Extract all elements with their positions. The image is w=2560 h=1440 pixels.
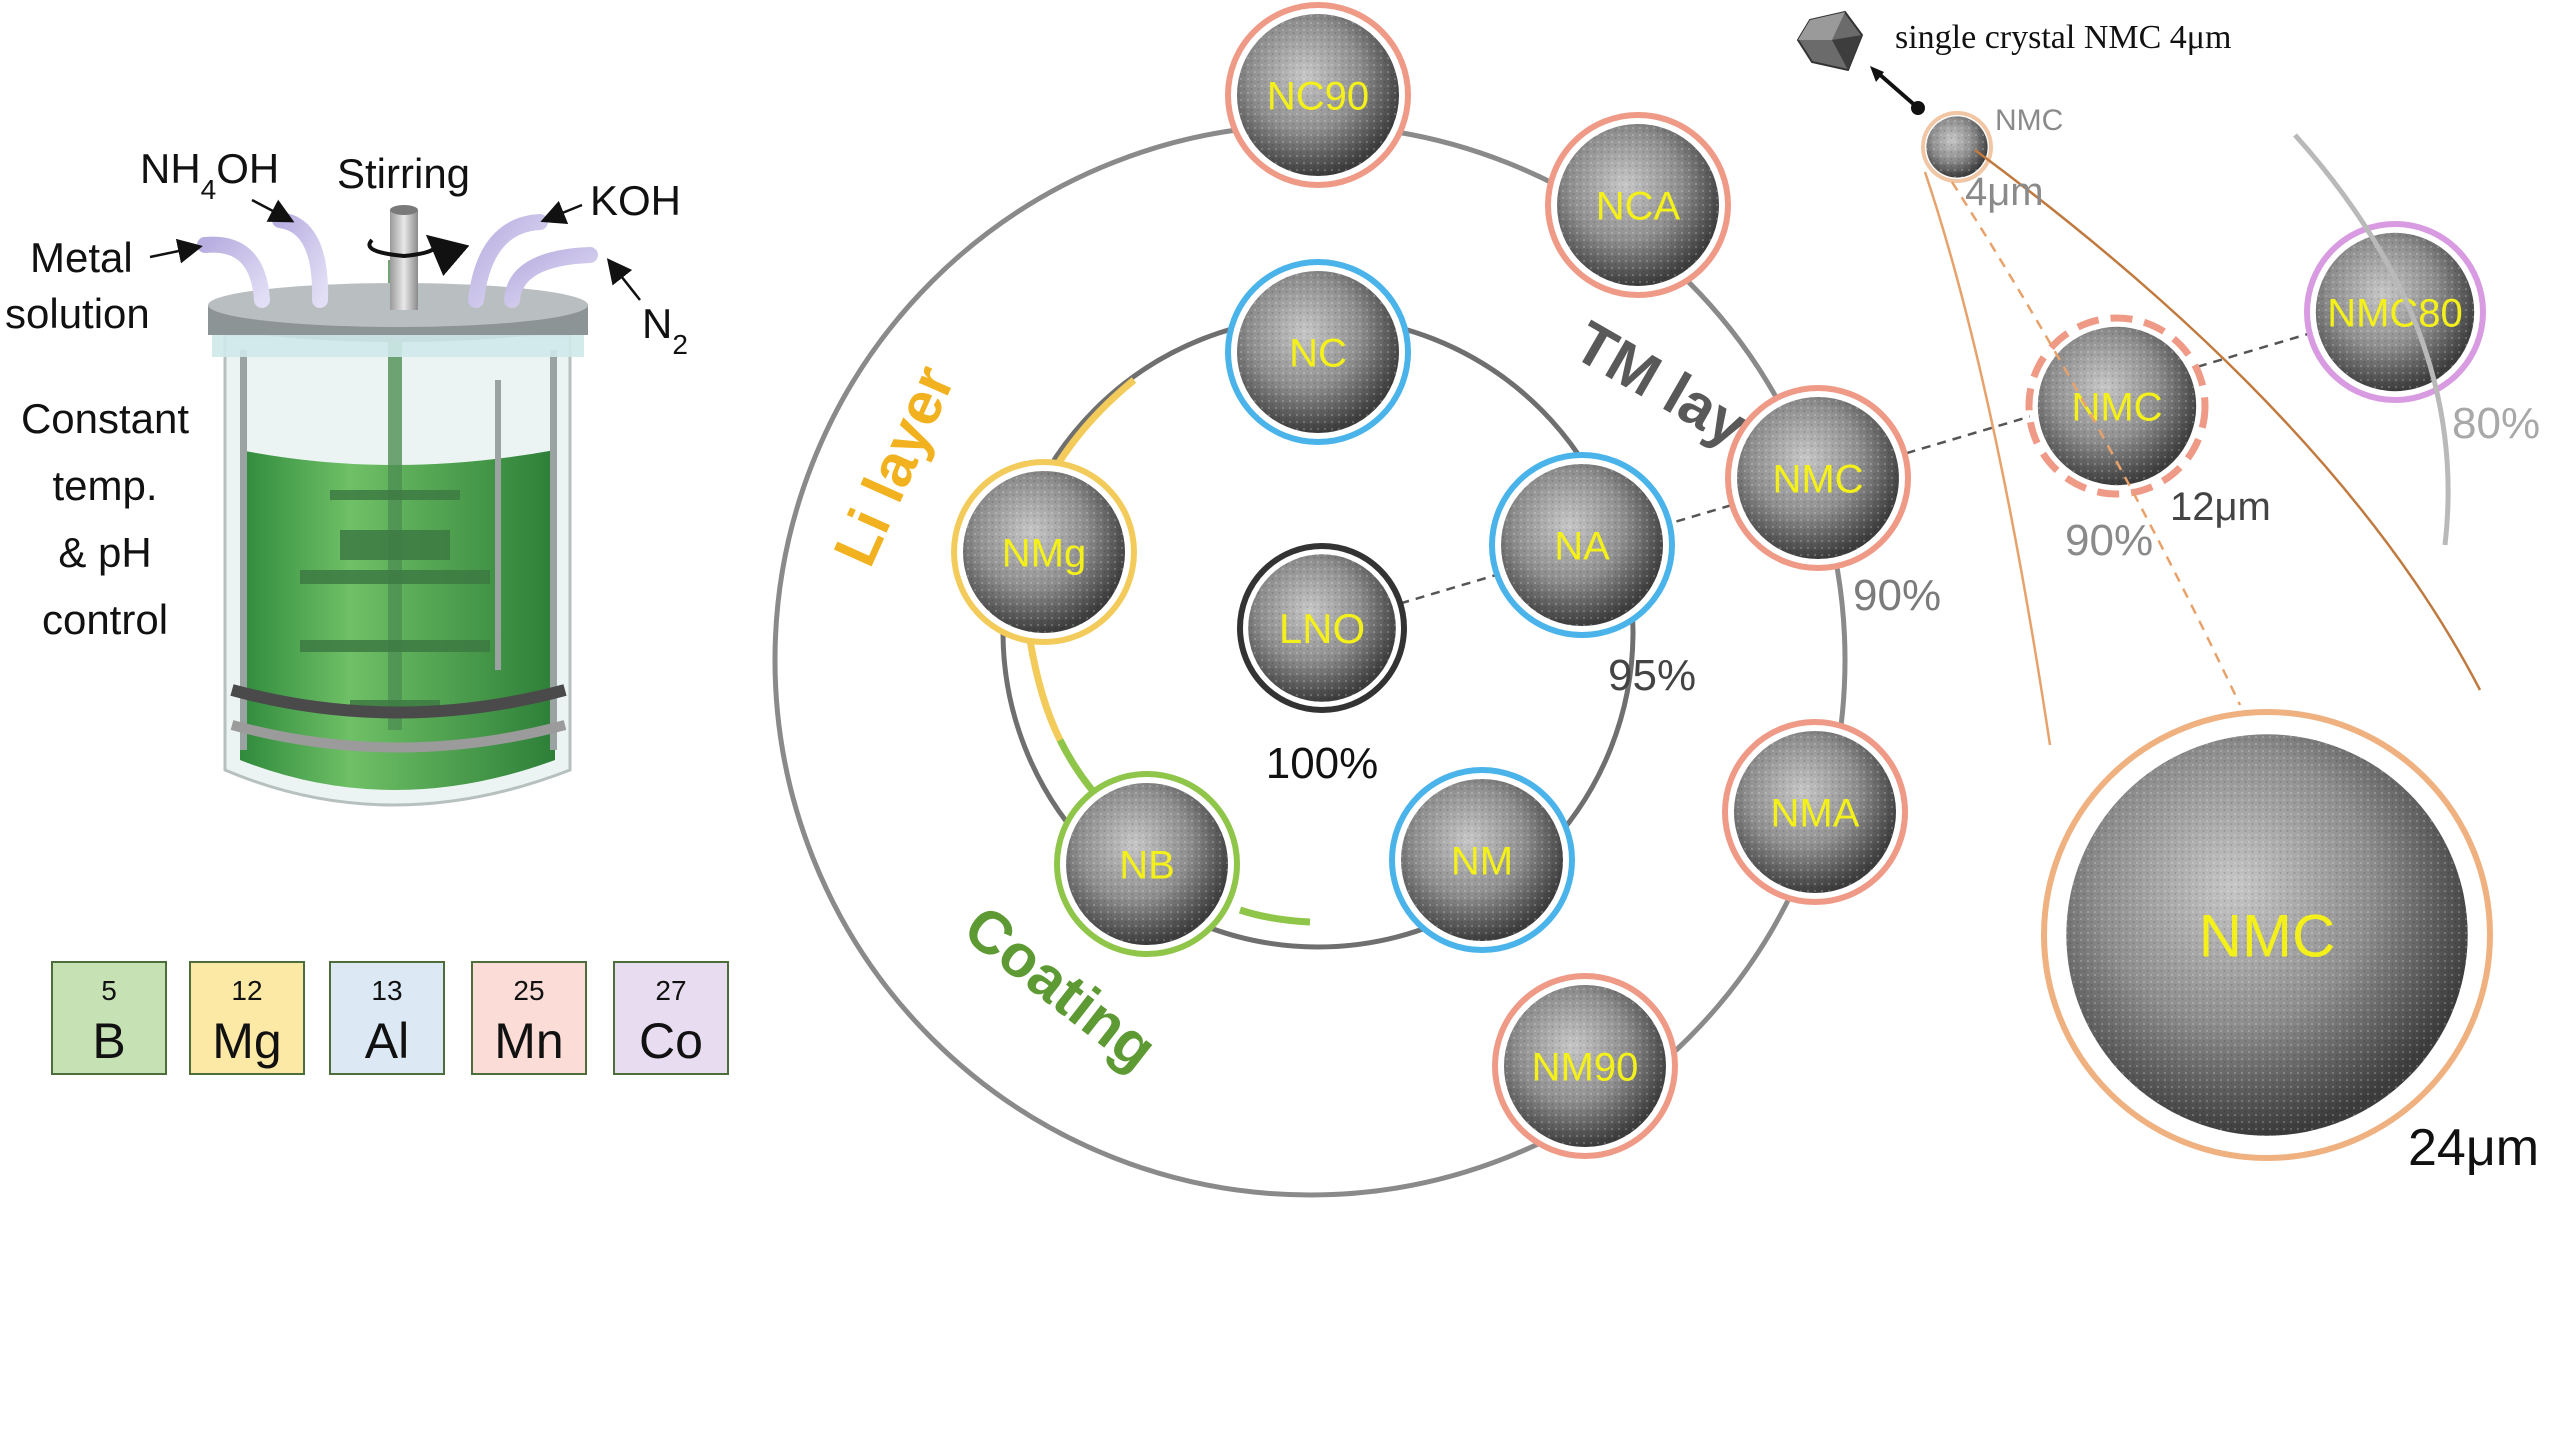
element-number: 13 (371, 975, 402, 1006)
element-number: 27 (655, 975, 686, 1006)
particle-outer-nc90-0: NC90 (1225, 2, 1411, 188)
n2-label: N2 (642, 300, 688, 360)
particle-label: NMC80 (2327, 291, 2463, 335)
particle-label: NB (1119, 843, 1175, 887)
particle-label: NC90 (1267, 74, 1369, 118)
control-label-line3: & pH (58, 529, 151, 576)
particle-outer-nca-1: NCA (1545, 112, 1731, 298)
particle-label: LNO (1279, 605, 1365, 652)
particle-label: NCA (1596, 184, 1681, 228)
coating-arc-lower (1238, 906, 1311, 926)
particle-nmc80: NMC80 (2304, 221, 2486, 403)
element-symbol: Mn (494, 1013, 563, 1069)
particle-nc: NC (1225, 259, 1411, 445)
element-symbol: Al (365, 1013, 409, 1069)
single-crystal-label: single crystal NMC 4μm (1895, 19, 2231, 56)
control-label-line2: temp. (52, 462, 157, 509)
element-number: 25 (513, 975, 544, 1006)
particle-outer-nma-3: NMA (1722, 719, 1908, 905)
particle-small-nmc (1921, 111, 1993, 183)
center-percent: 100% (1266, 739, 1379, 788)
particle-nm: NM (1389, 767, 1575, 953)
single-crystal-icon (1796, 10, 1864, 72)
element-symbol: Co (639, 1013, 703, 1069)
particle-na: NA (1489, 452, 1675, 638)
particle-lno: LNO (1237, 543, 1407, 713)
metal-solution-label-line2: solution (5, 290, 150, 337)
stirring-label: Stirring (337, 150, 470, 197)
funnel-right (1974, 148, 2482, 691)
outer-arc-80 (2293, 133, 2451, 546)
particle-nmg: NMg (951, 459, 1137, 645)
control-label-line4: control (42, 596, 168, 643)
li-layer-arc-lower (1026, 639, 1064, 742)
particle-label: NMA (1771, 791, 1860, 835)
particle-mid-nmc: NMC (2025, 314, 2209, 498)
particles: LNONCNANMNBNMgNC90NCANMCNMANM90NMCNMC80N… (951, 2, 2493, 1161)
particle-large-nmc: NMC (2041, 709, 2493, 1161)
particle-nb: NB (1054, 771, 1240, 957)
element-symbol: Mg (212, 1013, 281, 1069)
reactor-illustration (149, 198, 641, 807)
particle-label: NMg (1002, 531, 1086, 575)
funnel-left (1923, 171, 2052, 746)
koh-label: KOH (590, 177, 681, 224)
particle-label: NA (1554, 524, 1610, 568)
nmc80-percent: 80% (2452, 399, 2540, 448)
particle-label: NC (1289, 331, 1347, 375)
particle-outer-nm90-4: NM90 (1492, 973, 1678, 1159)
particle-label: NMC (2071, 385, 2162, 429)
element-tile-b: 5B (51, 961, 167, 1075)
particle-outer-nmc-2: NMC (1725, 385, 1911, 571)
mid-nmc-size: 12μm (2170, 485, 2271, 529)
size-series (1796, 10, 2482, 746)
control-label-line1: Constant (21, 395, 189, 442)
large-nmc-size: 24μm (2408, 1119, 2539, 1177)
small-nmc-size: 4μm (1965, 170, 2044, 214)
particle-label: NMC (2199, 903, 2336, 970)
inner-percent: 95% (1608, 651, 1696, 700)
element-number: 12 (231, 975, 262, 1006)
particle-label: NM90 (1532, 1045, 1639, 1089)
particle-label: NMC (1772, 457, 1863, 501)
li-layer-label: Li layer (821, 356, 968, 575)
outer-percent: 90% (1853, 571, 1941, 620)
element-number: 5 (101, 975, 117, 1006)
small-nmc-name: NMC (1995, 104, 2063, 137)
funnel-mid-dashed (1950, 181, 2242, 706)
element-symbol: B (92, 1013, 125, 1069)
nh4oh-label: NH4OH (140, 145, 279, 205)
mid-nmc-percent: 90% (2065, 516, 2153, 565)
metal-solution-label-line1: Metal (30, 234, 133, 281)
particle-label: NM (1451, 839, 1513, 883)
